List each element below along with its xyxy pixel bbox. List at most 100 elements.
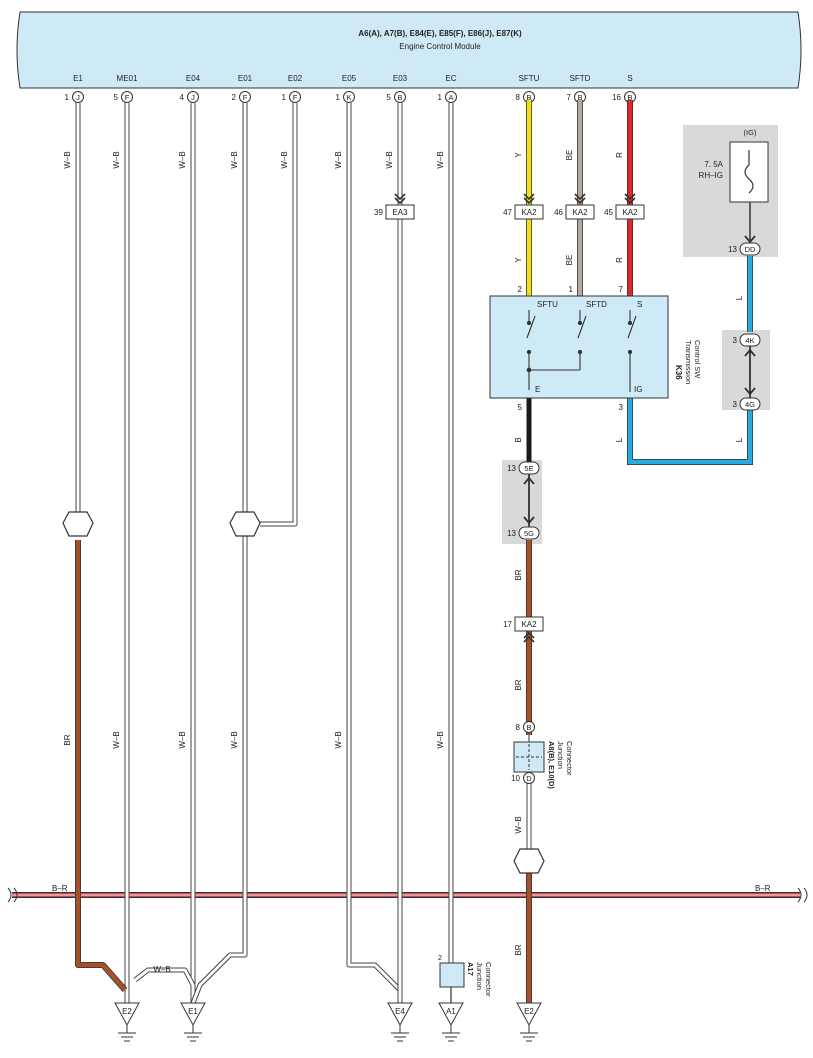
wire-label-r: R [615, 257, 624, 263]
connector-chevron [523, 193, 535, 205]
pill-pin-c5e: 13 [507, 464, 516, 473]
wire-label-wb: W–B [436, 151, 445, 168]
wire-label-br: BR [514, 944, 523, 955]
pill-name-cdd: DD [745, 245, 756, 254]
wire-label-br: BR [514, 569, 523, 580]
wire-label-wb: W–B [178, 731, 187, 748]
a17-line2: Connector [484, 962, 493, 997]
pin-connector-circle [239, 91, 251, 103]
wire-label-l: L [615, 437, 624, 442]
pill-pin-c5g: 13 [507, 529, 516, 538]
dd-arrow [744, 235, 756, 244]
connector-pin-ea3: 39 [374, 208, 383, 217]
connector-chevron [574, 193, 586, 205]
ground-triangle [516, 1002, 542, 1027]
ecm-pin-connector: J [191, 93, 195, 102]
ecm-pin-number: 1 [438, 93, 443, 102]
ecm-subtitle: Engine Control Module [399, 42, 481, 51]
wire-label-wb: W–B [63, 151, 72, 168]
wire-me01-e04-bridge-core [134, 968, 195, 986]
ground-icon [184, 1025, 202, 1042]
wire-label-wb: W–B [230, 151, 239, 168]
ecm-pin-connector: B [577, 93, 582, 102]
connector-chevron [394, 193, 406, 205]
ecm-pin-connector: B [526, 93, 531, 102]
ecm-pin-name-ec: EC [445, 74, 456, 83]
transmission-control-switch: SFTU SFTD S E IG K36 Transmission Cont [489, 295, 702, 399]
sw-code: K36 [674, 365, 683, 380]
ecm-pin-number: 1 [282, 93, 287, 102]
wire-label-bridge: W–B [153, 965, 170, 974]
ecm-pin-connector: K [346, 93, 351, 102]
wire-label-y: Y [514, 152, 523, 158]
junction-connector-a17: 2 A17 Junction Connector [438, 953, 493, 997]
connector-4k-4g-link [744, 346, 756, 398]
pin-connector-circle [343, 91, 355, 103]
connector-pin-ka2_y: 47 [503, 208, 512, 217]
ground-label: E2 [122, 1007, 132, 1016]
sw-terminal-e: E [535, 385, 540, 394]
connector-tag-ka2_br [514, 616, 544, 632]
wire-label-wb: W–B [385, 151, 394, 168]
wire-e05-core [347, 103, 402, 992]
connector-chevron [523, 631, 535, 643]
ground-icon [520, 1025, 538, 1042]
wire-label-wb: W–B [280, 151, 289, 168]
wire-label-wb: W–B [334, 151, 343, 168]
ground-label: E1 [188, 1007, 198, 1016]
connector-tag-ka2_be [565, 204, 595, 220]
ecm-pin-connector: J [76, 93, 80, 102]
ecm-pin-number: 2 [232, 93, 237, 102]
wire-label-wb: W–B [178, 151, 187, 168]
connector-tag-ka2_r [615, 204, 645, 220]
ecm-pin-name-s: S [627, 74, 632, 83]
junction-pin-name-jd: D [526, 774, 532, 783]
ecm-pin-name-e01: E01 [238, 74, 253, 83]
connector-tag-ea3 [385, 204, 415, 220]
wire-label-wb: W–B [334, 731, 343, 748]
ecm-pin-number: 7 [567, 93, 572, 102]
fuse-rating: 7. 5A [704, 160, 723, 169]
ecm-pin-connector: F [293, 93, 298, 102]
wire-e02-core [260, 103, 297, 526]
wire-label-wb: W–B [112, 731, 121, 748]
pin-connector-circle [187, 91, 199, 103]
ecm-pin-name-e1: E1 [73, 74, 83, 83]
ecm-pin-connector: A [448, 93, 453, 102]
ecm-pin-connector: F [125, 93, 130, 102]
fuse-rh-ig: (IG) 7. 5A RH–IG [699, 128, 769, 203]
wire-label-wb: W–B [436, 731, 445, 748]
connector-name-ea3: EA3 [392, 208, 408, 217]
ecm-pin-number: 1 [65, 93, 70, 102]
connector-name-ka2_be: KA2 [572, 208, 588, 217]
ecm-pin-name-sftu: SFTU [519, 74, 540, 83]
ground-icon [118, 1025, 136, 1042]
connector-chevron [624, 193, 636, 205]
sw-terminal-ig: IG [634, 385, 642, 394]
pin-connector-circle [72, 91, 84, 103]
ground-icon [391, 1025, 409, 1042]
wire-label-be: BE [565, 150, 574, 161]
pill-name-c4k: 4K [745, 336, 754, 345]
a17-code: A17 [466, 962, 475, 976]
engine-control-module: A6(A), A7(B), E84(E), E85(F), E86(J), E8… [16, 11, 802, 89]
connector-name-ka2_br: KA2 [521, 620, 537, 629]
sw-pin-sftd: 1 [569, 285, 574, 294]
sw-pin-ig: 3 [619, 403, 624, 412]
connector-name-ka2_r: KA2 [622, 208, 638, 217]
sw-pin-e: 5 [518, 403, 523, 412]
colored-wires [75, 100, 753, 1005]
pill-pin-cdd: 13 [728, 245, 737, 254]
ecm-pin-connector: B [627, 93, 632, 102]
fuse-ig-label: (IG) [744, 128, 757, 137]
wire-label-b: B [514, 437, 523, 442]
ecm-pin-connector: F [243, 93, 248, 102]
sw-terminal-sftu: SFTU [537, 300, 558, 309]
splice-e01 [229, 511, 261, 537]
connector-name-ka2_y: KA2 [521, 208, 537, 217]
ecm-pin-connector: B [397, 93, 402, 102]
fuse-name: RH–IG [699, 171, 723, 180]
